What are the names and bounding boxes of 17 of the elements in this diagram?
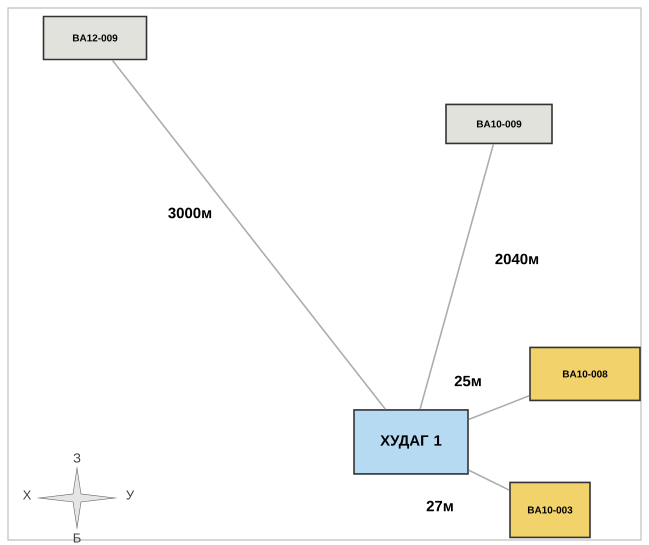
distance-label: 27м — [426, 500, 453, 512]
connector-line — [112, 60, 386, 410]
well-box: BA12-009 — [42, 16, 148, 60]
connector-line — [468, 470, 510, 491]
compass-letter: Х — [22, 490, 32, 500]
compass-letter: Б — [74, 534, 81, 542]
compass-letter: У — [126, 490, 134, 500]
connector-line — [468, 395, 530, 420]
well-box: BA10-003 — [509, 482, 591, 538]
well-box: BA10-009 — [445, 104, 553, 144]
compass-letter: З — [74, 453, 80, 463]
connector-line — [419, 144, 494, 410]
distance-label: 3000м — [168, 208, 212, 218]
distance-label: 2040м — [495, 254, 538, 264]
distance-label: 25м — [454, 376, 481, 386]
well-box: ХУДАГ 1 — [353, 409, 469, 475]
well-box: BA10-008 — [529, 346, 641, 402]
